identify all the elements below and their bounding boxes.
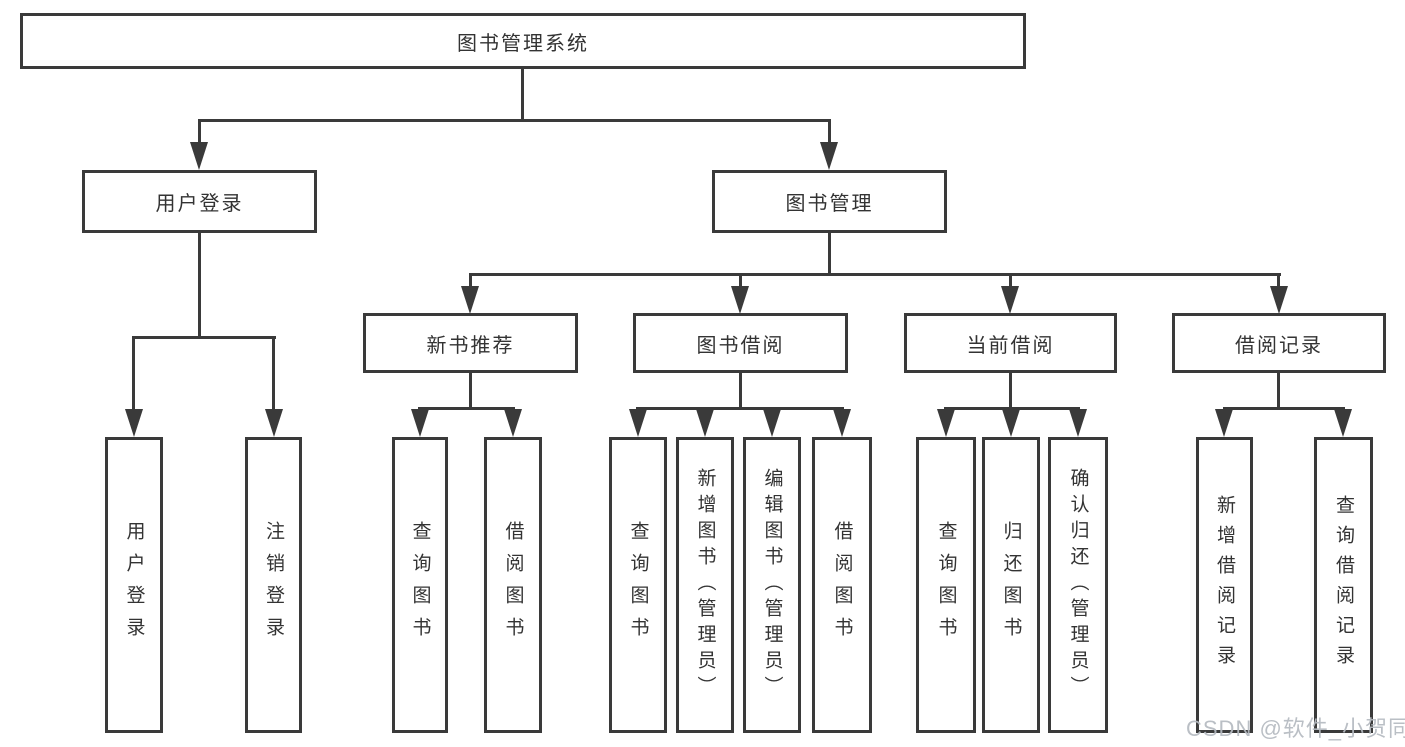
node-user-login-label: 用户登录 <box>155 193 244 215</box>
connector-line <box>469 273 1281 276</box>
leaf-query-books-borrowing-label: 查询图书 <box>627 521 649 649</box>
leaf-add-borrow-record: 新增借阅记录 <box>1196 437 1253 733</box>
arrow-down-icon <box>1002 409 1020 437</box>
leaf-edit-books-admin-label: 编辑图书（管理员） <box>761 468 783 702</box>
arrow-down-icon <box>1270 286 1288 314</box>
arrow-down-icon <box>629 409 647 437</box>
arrow-down-icon <box>1215 409 1233 437</box>
arrow-down-icon <box>1069 409 1087 437</box>
leaf-query-books-recommend: 查询图书 <box>392 437 448 733</box>
leaf-user-login: 用户登录 <box>105 437 163 733</box>
leaf-logout-label: 注销登录 <box>263 521 284 649</box>
leaf-query-books-borrowing: 查询图书 <box>609 437 667 733</box>
node-current-borrowing: 当前借阅 <box>904 313 1117 373</box>
leaf-confirm-return-admin: 确认归还（管理员） <box>1048 437 1108 733</box>
leaf-borrow-books-recommend-label: 借阅图书 <box>502 521 524 649</box>
arrow-down-icon <box>1334 409 1352 437</box>
leaf-borrow-books-borrowing-label: 借阅图书 <box>831 521 853 649</box>
leaf-borrow-books-recommend: 借阅图书 <box>484 437 542 733</box>
connector-line <box>739 276 742 287</box>
connector-line <box>198 233 201 339</box>
arrow-down-icon <box>731 286 749 314</box>
node-book-management: 图书管理 <box>712 170 947 233</box>
connector-line <box>636 407 844 410</box>
connector-line <box>1277 276 1280 287</box>
leaf-confirm-return-admin-label: 确认归还（管理员） <box>1067 468 1089 702</box>
leaf-logout: 注销登录 <box>245 437 302 733</box>
connector-line <box>1223 407 1345 410</box>
arrow-down-icon <box>1001 286 1019 314</box>
leaf-add-books-admin-label: 新增图书（管理员） <box>694 468 716 702</box>
watermark: CSDN @软件_小贺同学 <box>1186 716 1405 741</box>
leaf-query-books-recommend-label: 查询图书 <box>409 521 431 649</box>
connector-line <box>418 407 515 410</box>
connector-line <box>1277 373 1280 410</box>
arrow-down-icon <box>125 409 143 437</box>
arrow-down-icon <box>937 409 955 437</box>
connector-line <box>272 339 275 410</box>
connector-line <box>944 407 1080 410</box>
connector-line <box>469 276 472 287</box>
node-book-management-label: 图书管理 <box>785 193 874 215</box>
arrow-down-icon <box>833 409 851 437</box>
arrow-down-icon <box>265 409 283 437</box>
arrow-down-icon <box>504 409 522 437</box>
arrow-down-icon <box>696 409 714 437</box>
leaf-borrow-books-borrowing: 借阅图书 <box>812 437 872 733</box>
node-current-borrowing-label: 当前借阅 <box>966 334 1055 357</box>
leaf-edit-books-admin: 编辑图书（管理员） <box>743 437 801 733</box>
connector-line <box>469 373 472 410</box>
node-root-label: 图书管理系统 <box>457 32 589 55</box>
leaf-user-login-label: 用户登录 <box>123 521 145 649</box>
leaf-query-books-current: 查询图书 <box>916 437 976 733</box>
leaf-query-borrow-record-label: 查询借阅记录 <box>1333 495 1354 675</box>
node-book-borrowing-label: 图书借阅 <box>696 334 785 357</box>
leaf-add-borrow-record-label: 新增借阅记录 <box>1214 495 1235 675</box>
node-new-book-recommendation: 新书推荐 <box>363 313 578 373</box>
connector-line <box>828 122 831 144</box>
arrow-down-icon <box>411 409 429 437</box>
arrow-down-icon <box>820 142 838 170</box>
node-root: 图书管理系统 <box>20 13 1026 69</box>
connector-line <box>1009 276 1012 287</box>
connector-line <box>198 122 201 144</box>
leaf-return-books-label: 归还图书 <box>1000 521 1022 649</box>
connector-line <box>739 373 742 410</box>
connector-line <box>1009 373 1012 410</box>
leaf-add-books-admin: 新增图书（管理员） <box>676 437 734 733</box>
leaf-query-borrow-record: 查询借阅记录 <box>1314 437 1373 733</box>
leaf-query-books-current-label: 查询图书 <box>935 521 957 649</box>
connector-line <box>521 69 524 122</box>
node-user-login: 用户登录 <box>82 170 317 233</box>
node-borrowing-records: 借阅记录 <box>1172 313 1386 373</box>
arrow-down-icon <box>763 409 781 437</box>
leaf-return-books: 归还图书 <box>982 437 1040 733</box>
connector-line <box>828 233 831 276</box>
arrow-down-icon <box>461 286 479 314</box>
connector-line <box>198 119 831 122</box>
node-borrowing-records-label: 借阅记录 <box>1235 334 1323 357</box>
connector-line <box>132 339 135 410</box>
connector-line <box>132 336 276 339</box>
arrow-down-icon <box>190 142 208 170</box>
node-new-book-recommendation-label: 新书推荐 <box>426 334 515 357</box>
node-book-borrowing: 图书借阅 <box>633 313 848 373</box>
